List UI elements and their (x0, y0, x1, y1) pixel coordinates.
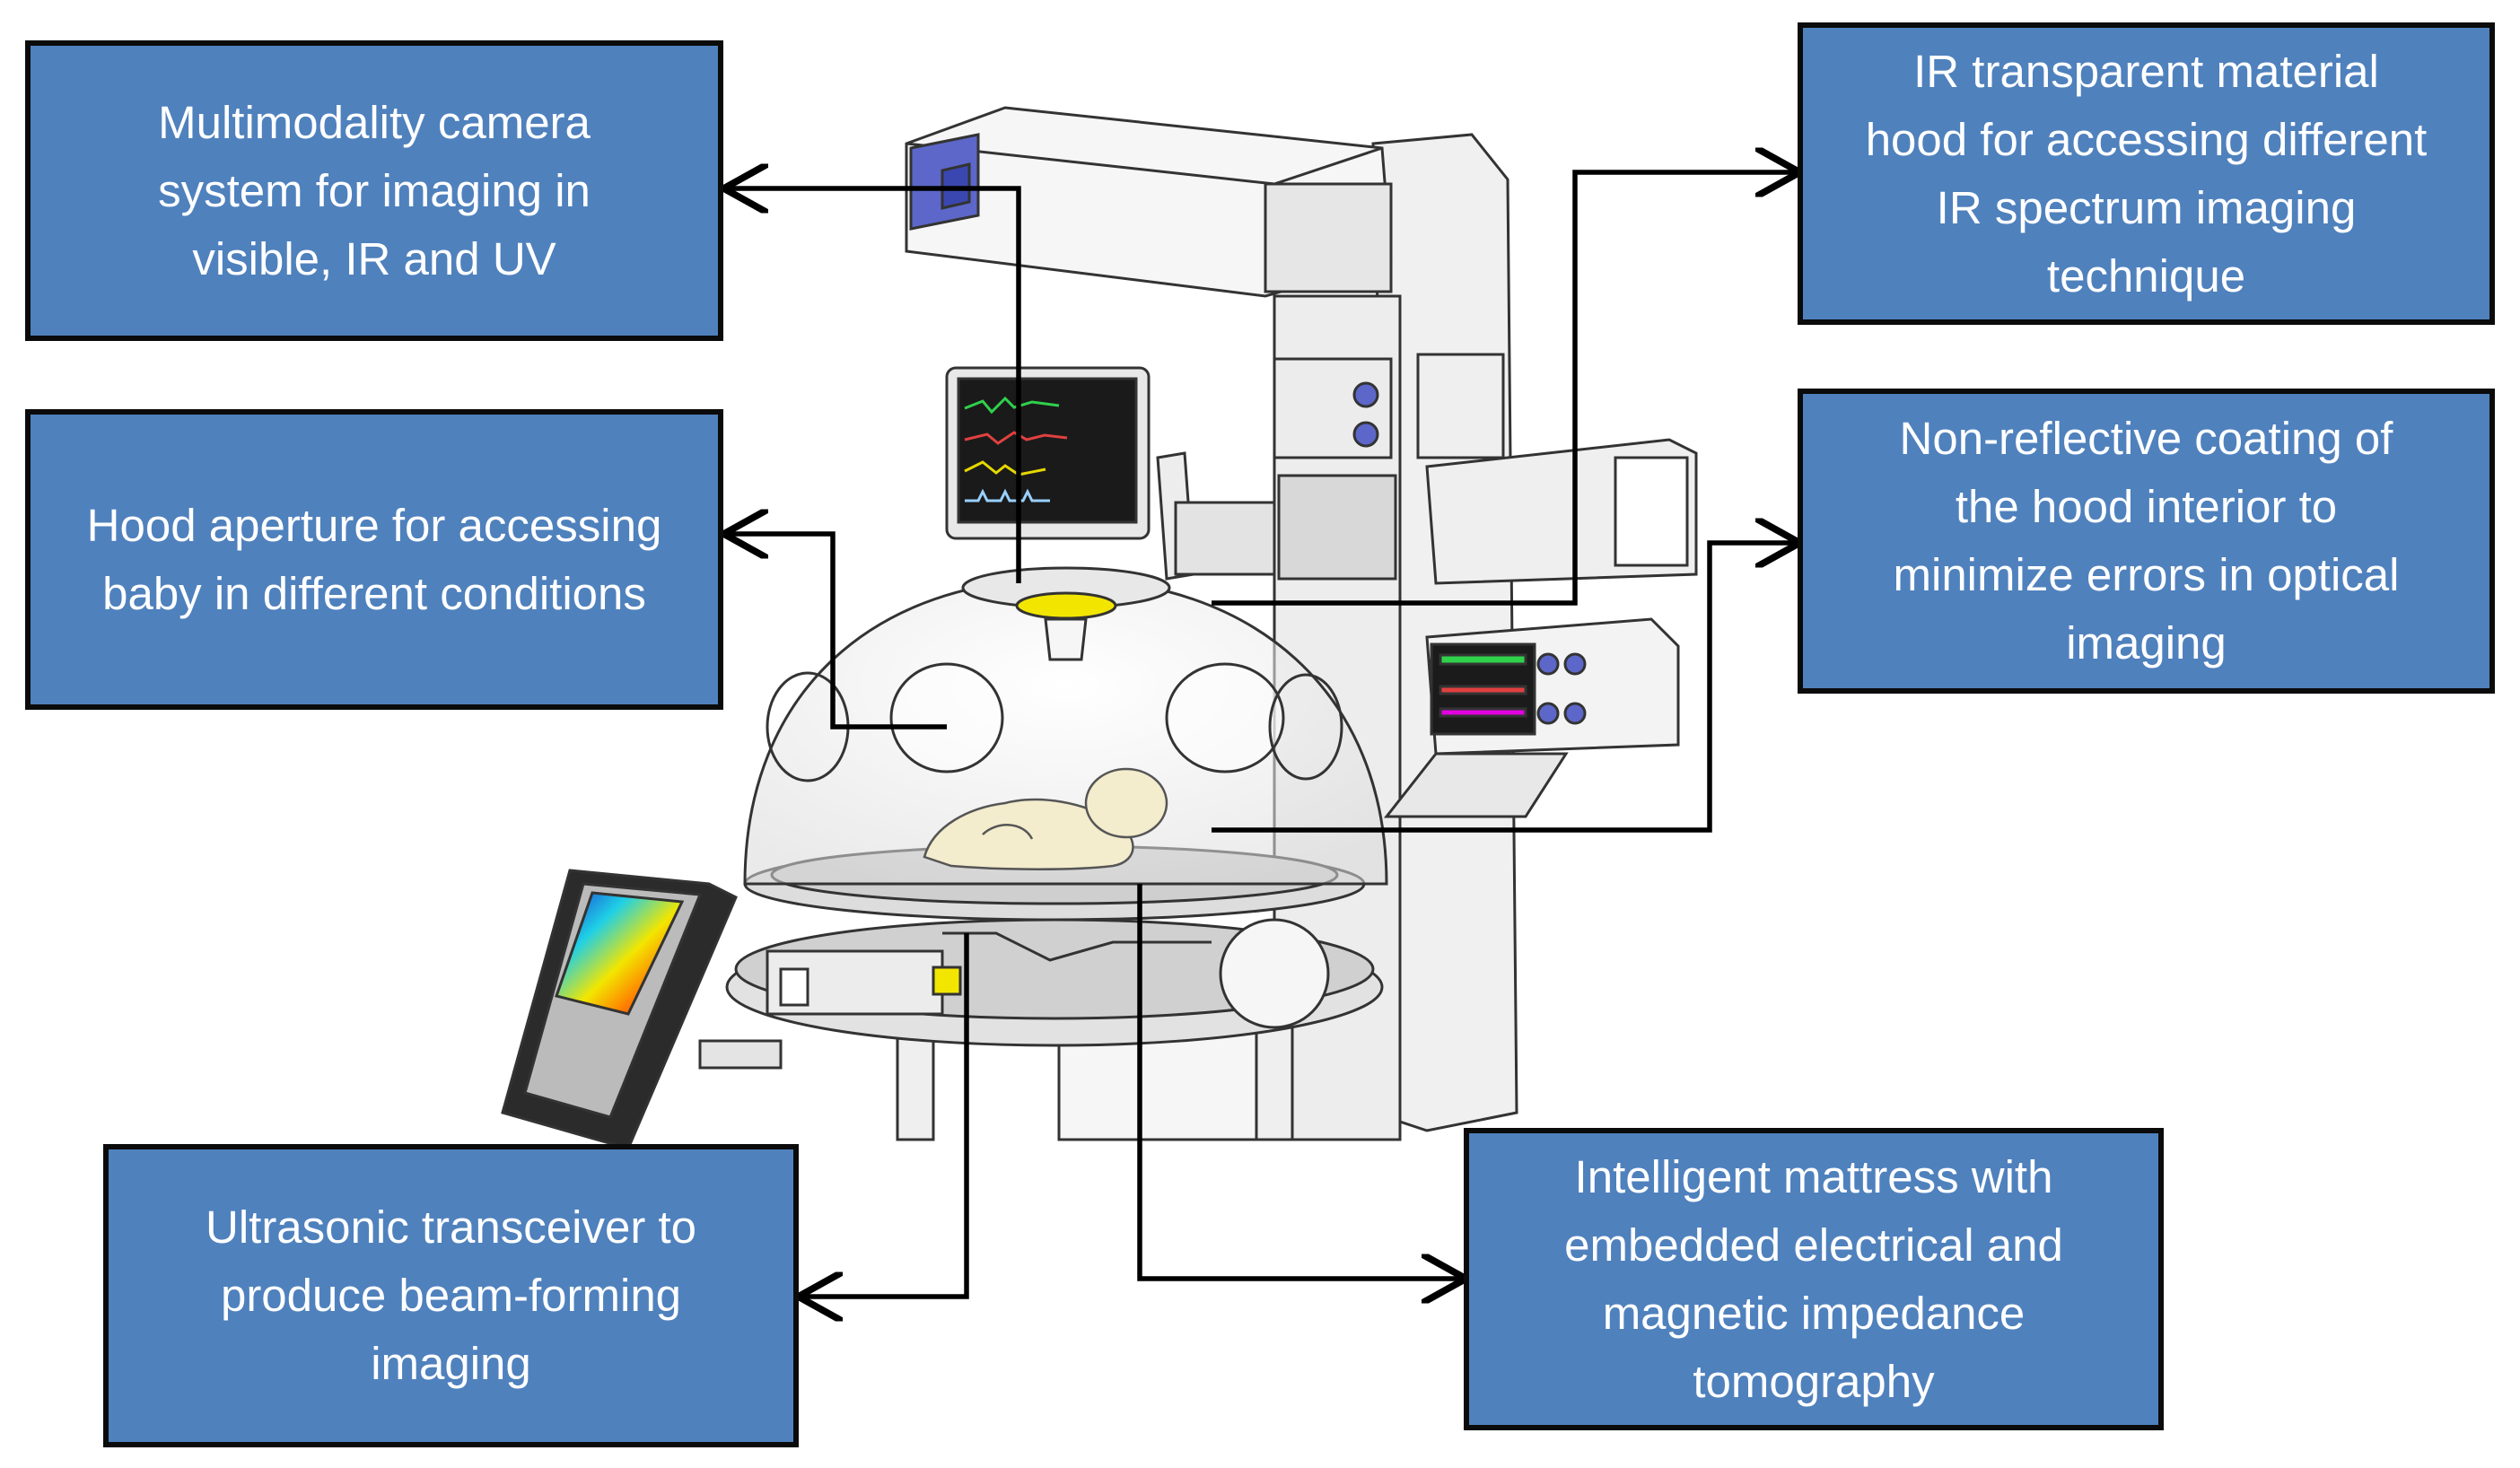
label-intelligent-mattress: Intelligent mattress with embedded elect… (1464, 1128, 2164, 1430)
label-ir-hood-material: IR transparent material hood for accessi… (1798, 22, 2495, 325)
label-hood-aperture: Hood aperture for accessing baby in diff… (25, 409, 723, 710)
connector-aperture (729, 534, 947, 730)
camera-lens-icon (1015, 591, 1117, 620)
label-ultrasonic-transceiver: Ultrasonic transceiver to produce beam-f… (103, 1144, 799, 1447)
connector-ir-hood (1212, 172, 1795, 606)
control-panel-icon (1383, 617, 1680, 818)
label-camera-system: Multimodality camera system for imaging … (25, 40, 723, 341)
hood-aperture-left (889, 662, 1004, 773)
connector-ultrasonic (803, 933, 969, 1297)
infant-incubator-illustration (501, 106, 1698, 1150)
connector-mattress (1137, 884, 1461, 1279)
thermal-tablet-icon (501, 869, 783, 1150)
baby-figure-icon (923, 767, 1168, 870)
hood-aperture-right (1165, 662, 1285, 773)
label-non-reflective-coating: Non-reflective coating of the hood inter… (1798, 389, 2495, 694)
connector-lines (729, 172, 1795, 1297)
vital-monitor-icon (945, 366, 1151, 540)
connector-coating (1212, 543, 1795, 833)
connector-camera (729, 188, 1021, 583)
ultrasonic-transceiver-icon (1219, 918, 1330, 1029)
radiant-warmer-icon (905, 106, 1393, 298)
